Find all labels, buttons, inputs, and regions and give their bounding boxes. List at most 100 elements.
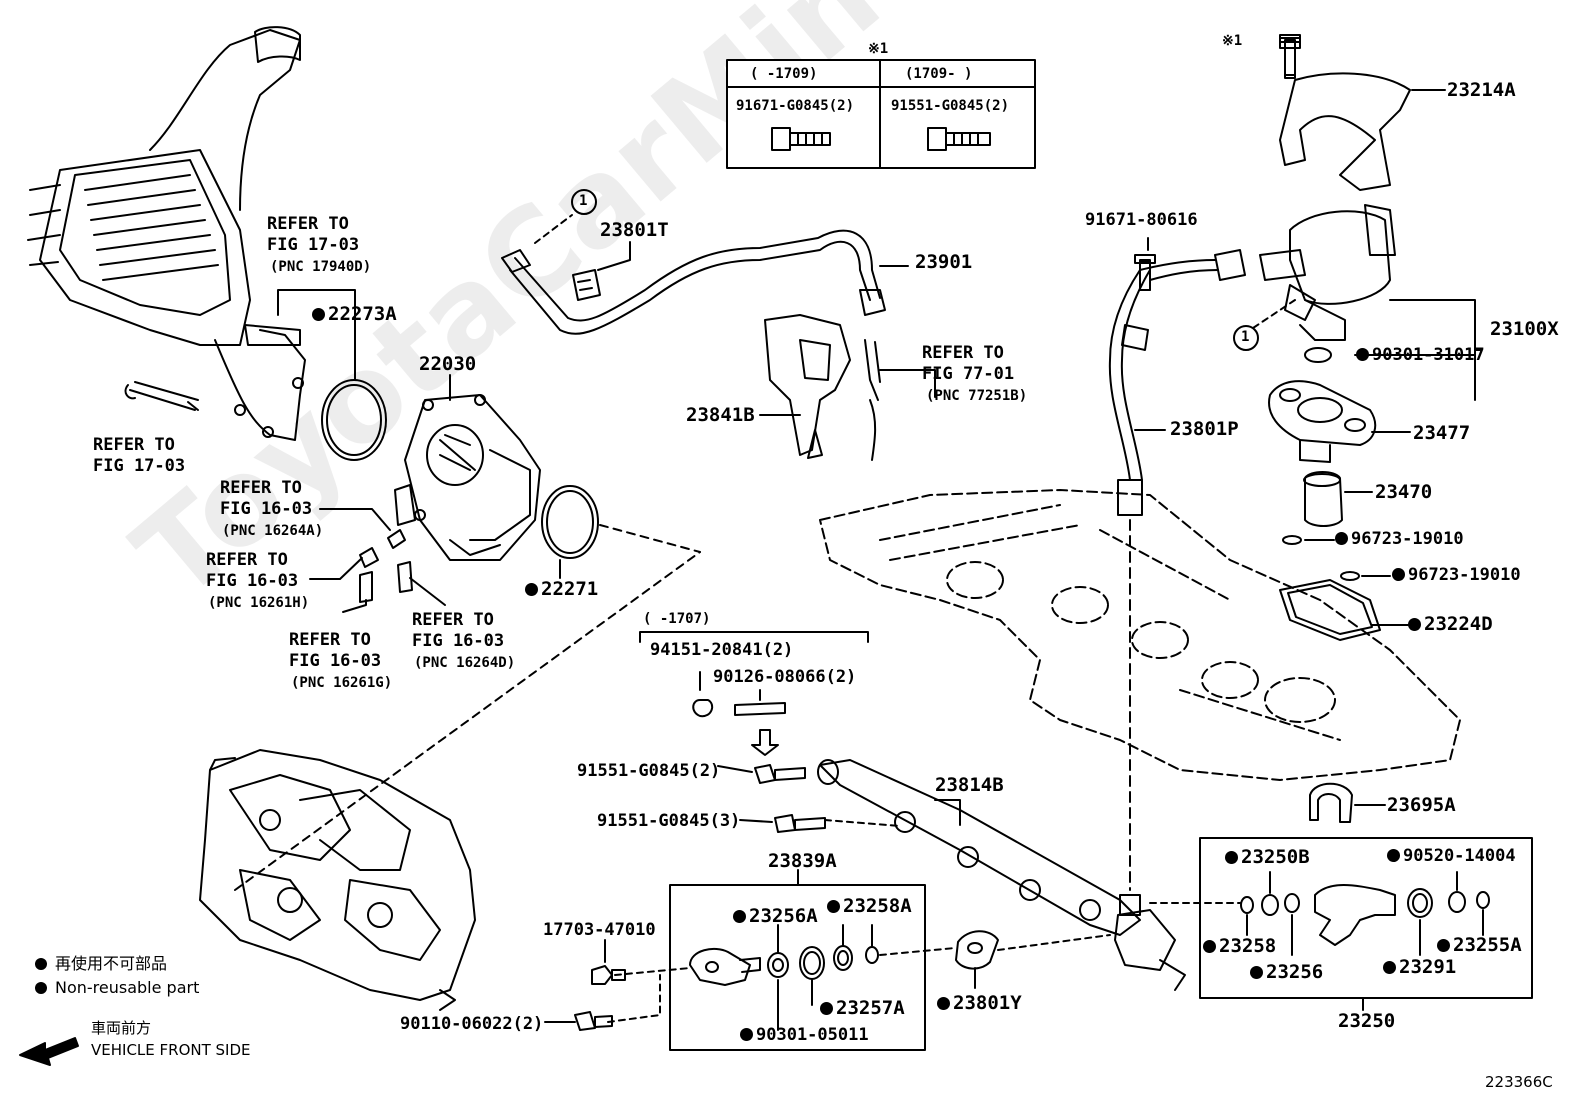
label-23258: 23258 (1203, 937, 1276, 956)
pump-cover-23214A-drawing (1279, 34, 1411, 191)
ref-17-03b-line2: FIG 17-03 (93, 456, 186, 476)
label-22030: 22030 (419, 353, 477, 375)
fuel-pipe-23801P-drawing (1108, 249, 1246, 516)
legend-front-en: VEHICLE FRONT SIDE (91, 1041, 251, 1059)
nonreusable-dot-icon (937, 997, 950, 1010)
nonreusable-dot-icon (740, 1028, 753, 1041)
nonreusable-dot-icon (312, 308, 325, 321)
label-23250: 23250 (1338, 1010, 1396, 1032)
label-90520-14004: 90520-14004 (1387, 848, 1516, 865)
gasket-22273A (321, 379, 387, 461)
box-23250 (1199, 837, 1533, 999)
ref-17-03b-line1: REFER TO (93, 435, 175, 455)
ref-16261G-line1: REFER TO (289, 630, 371, 650)
ref-16264D-line3: (PNC 16264D) (414, 655, 516, 671)
nonreusable-dot-icon (1250, 966, 1263, 979)
legend-nonreusable-en: Non-reusable part (35, 980, 199, 996)
table-col2-part: 91551-G0845(2) (891, 98, 1010, 114)
note-mark-pump: ※1 (1222, 33, 1243, 49)
lifter-23470-drawing (1303, 471, 1343, 527)
ref-17-03a-line3: (PNC 17940D) (270, 259, 372, 275)
range-1707: ( -1707) (643, 611, 711, 627)
table-col1-range: ( -1709) (750, 66, 818, 82)
gasket-23801Y (955, 930, 999, 970)
insulator-23477-drawing (1268, 380, 1377, 463)
ref-17-03a-line2: FIG 17-03 (267, 235, 360, 255)
nonreusable-dot-icon (1356, 348, 1369, 361)
box-23250-parts (1240, 884, 1490, 946)
label-23258A: 23258A (827, 897, 912, 916)
callout-circle-1a (571, 189, 597, 215)
label-23214A: 23214A (1447, 79, 1516, 101)
label-23470: 23470 (1375, 481, 1433, 503)
ref-17-03a-line1: REFER TO (267, 214, 349, 234)
high-pressure-pump-drawing (1259, 204, 1396, 341)
nonreusable-dot-icon (827, 900, 840, 913)
table-note-mark: ※1 (868, 41, 889, 57)
label-90126-08066: 90126-08066(2) (713, 667, 857, 687)
label-23250B: 23250B (1225, 848, 1310, 867)
label-90301-05011: 90301-05011 (740, 1027, 869, 1044)
oring-90301-31017 (1304, 347, 1332, 363)
front-arrow-icon (19, 1037, 79, 1066)
nonreusable-dot-icon (1437, 939, 1450, 952)
label-90110-06022: 90110-06022(2) (400, 1014, 544, 1034)
clip-23695A-drawing (1309, 782, 1353, 823)
nonreusable-dot-icon (733, 910, 746, 923)
label-91551-G0845-3: 91551-G0845(3) (597, 811, 741, 831)
ref-16264A-line1: REFER TO (220, 478, 302, 498)
ref-16264D-line2: FIG 16-03 (412, 631, 505, 651)
callout-circle-1b (1233, 325, 1259, 351)
label-23801Y: 23801Y (937, 994, 1022, 1013)
label-23801T: 23801T (600, 219, 669, 241)
bracket-23841B-drawing (764, 314, 881, 461)
label-23257A: 23257A (820, 999, 905, 1018)
ref-16261H-line1: REFER TO (206, 550, 288, 570)
ref-16261H-line3: (PNC 16261H) (208, 595, 310, 611)
label-23901: 23901 (915, 251, 973, 273)
callout-1a: 1 (579, 193, 588, 209)
label-23255A: 23255A (1437, 936, 1522, 955)
label-23814B: 23814B (935, 774, 1004, 796)
nonreusable-dot-icon (1203, 940, 1216, 953)
gasket-23224D-drawing (1279, 579, 1381, 641)
engine-head-drawing (819, 489, 1461, 781)
fuel-pipe-23901-drawing (501, 229, 886, 335)
nonreusable-dot-icon (1392, 568, 1405, 581)
ref-16261H-line2: FIG 16-03 (206, 571, 299, 591)
table-col1-part: 91671-G0845(2) (736, 98, 855, 114)
label-22273A: 22273A (312, 305, 397, 324)
label-23256: 23256 (1250, 963, 1323, 982)
label-23291: 23291 (1383, 958, 1456, 977)
label-23841B: 23841B (686, 404, 755, 426)
ref-16261G-line3: (PNC 16261G) (291, 675, 393, 691)
label-23224D: 23224D (1408, 615, 1493, 634)
callout-1b: 1 (1241, 329, 1250, 345)
label-90301-31017: 90301-31017 (1356, 347, 1485, 364)
label-23477: 23477 (1413, 422, 1471, 444)
nonreusable-dot-icon (1383, 961, 1396, 974)
nonreusable-dot-icon (1408, 618, 1421, 631)
ref-16264A-line2: FIG 16-03 (220, 499, 313, 519)
label-91671-80616: 91671-80616 (1085, 210, 1198, 230)
nonreusable-dot-icon (1335, 532, 1348, 545)
label-23256A: 23256A (733, 907, 818, 926)
nonreusable-dot-icon (820, 1002, 833, 1015)
intercooler-drawing (27, 26, 306, 441)
legend-nonreusable-jp: 再使用不可部品 (35, 956, 167, 972)
throttle-body-drawing (359, 394, 541, 603)
ref-77-01-line2: FIG 77-01 (922, 364, 1015, 384)
ref-16264D-line1: REFER TO (412, 610, 494, 630)
figure-code: 223366C (1485, 1073, 1553, 1091)
label-94151-20841: 94151-20841(2) (650, 640, 794, 660)
gasket-22271 (541, 485, 599, 559)
label-91551-G0845-2: 91551-G0845(2) (577, 761, 721, 781)
fuel-rail-23814B-drawing (817, 759, 1186, 991)
nonreusable-dot-icon (1225, 851, 1238, 864)
legend-front-jp: 車両前方 (91, 1019, 152, 1037)
intake-manifold-drawing (199, 749, 476, 1011)
label-96723-19010-a: 96723-19010 (1335, 531, 1464, 548)
ref-77-01-line3: (PNC 77251B) (926, 388, 1028, 404)
ref-16261G-line2: FIG 16-03 (289, 651, 382, 671)
